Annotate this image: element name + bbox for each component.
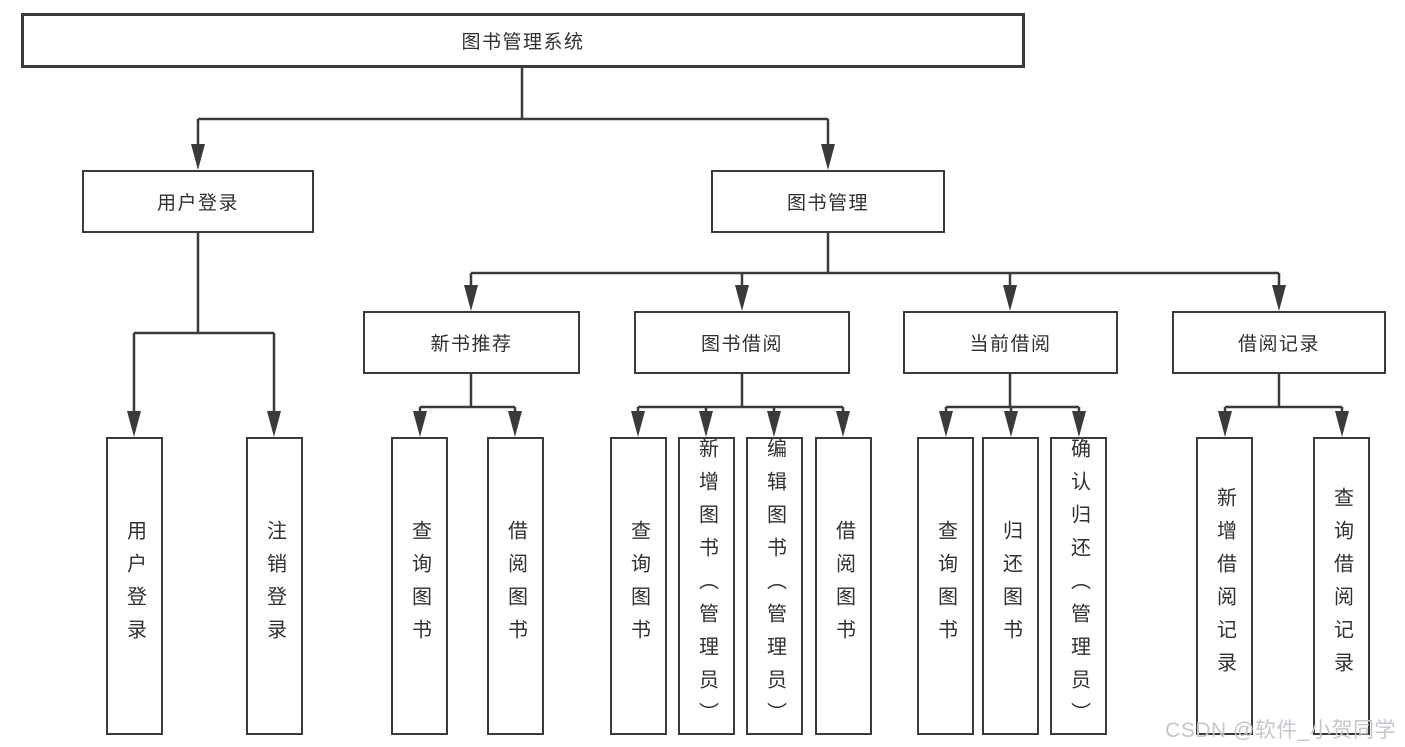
node-label: 新书推荐 [430,334,513,355]
node-label: 用户登录 [156,193,239,214]
leaf-confirm-return-admin: 确认归还（管理员） [1050,437,1107,735]
node-book-borrow: 图书借阅 [634,311,850,374]
leaf-add-borrow-record: 新增借阅记录 [1196,437,1253,735]
leaf-query-books-current: 查询图书 [917,437,974,735]
leaf-query-borrow-record: 查询借阅记录 [1313,437,1370,735]
leaf-label: 借阅图书 [504,520,527,652]
leaf-edit-books-admin: 编辑图书（管理员） [746,437,803,735]
leaf-label: 查询图书 [408,520,431,652]
node-label: 图书管理系统 [461,32,585,53]
leaf-label: 归还图书 [999,520,1022,652]
leaf-label: 查询图书 [934,520,957,652]
arrowhead-group [127,144,1349,437]
leaf-borrow-books-recommend: 借阅图书 [487,437,544,735]
leaf-label: 注销登录 [263,520,286,652]
leaf-return-books: 归还图书 [982,437,1039,735]
leaf-query-books-borrow: 查询图书 [610,437,667,735]
leaf-query-books-recommend: 查询图书 [391,437,448,735]
leaf-label: 编辑图书（管理员） [763,437,786,735]
leaf-label: 借阅图书 [832,520,855,652]
node-label: 借阅记录 [1237,334,1320,355]
leaf-label: 新增图书（管理员） [695,437,718,735]
node-label: 图书借阅 [700,334,783,355]
leaf-label: 新增借阅记录 [1213,487,1236,685]
leaf-logout: 注销登录 [246,437,303,735]
leaf-label: 确认归还（管理员） [1067,437,1090,735]
leaf-label: 查询借阅记录 [1330,487,1353,685]
node-user-login: 用户登录 [82,170,314,233]
node-current-borrow: 当前借阅 [903,311,1118,374]
leaf-add-books-admin: 新增图书（管理员） [678,437,735,735]
node-label: 当前借阅 [969,334,1052,355]
leaf-label: 用户登录 [123,520,146,652]
leaf-label: 查询图书 [627,520,650,652]
watermark: CSDN @软件_小贺同学 [1165,719,1396,742]
node-book-management: 图书管理 [711,170,945,233]
leaf-borrow-books: 借阅图书 [815,437,872,735]
leaf-user-login: 用户登录 [106,437,163,735]
node-new-book-recommend: 新书推荐 [363,311,580,374]
node-library-management-system: 图书管理系统 [21,13,1025,68]
node-borrow-records: 借阅记录 [1172,311,1386,374]
node-label: 图书管理 [786,193,869,214]
